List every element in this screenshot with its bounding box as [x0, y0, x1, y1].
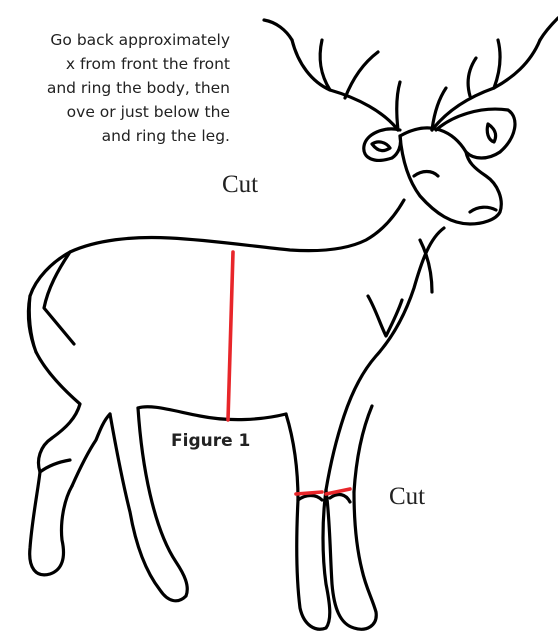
figure-caption: Figure 1	[171, 431, 250, 451]
body	[28, 200, 444, 629]
head	[364, 109, 515, 224]
body-cut-line	[228, 252, 233, 420]
antlers	[264, 18, 558, 130]
cut-label-leg: Cut	[389, 483, 425, 511]
cut-label-body: Cut	[222, 171, 258, 199]
